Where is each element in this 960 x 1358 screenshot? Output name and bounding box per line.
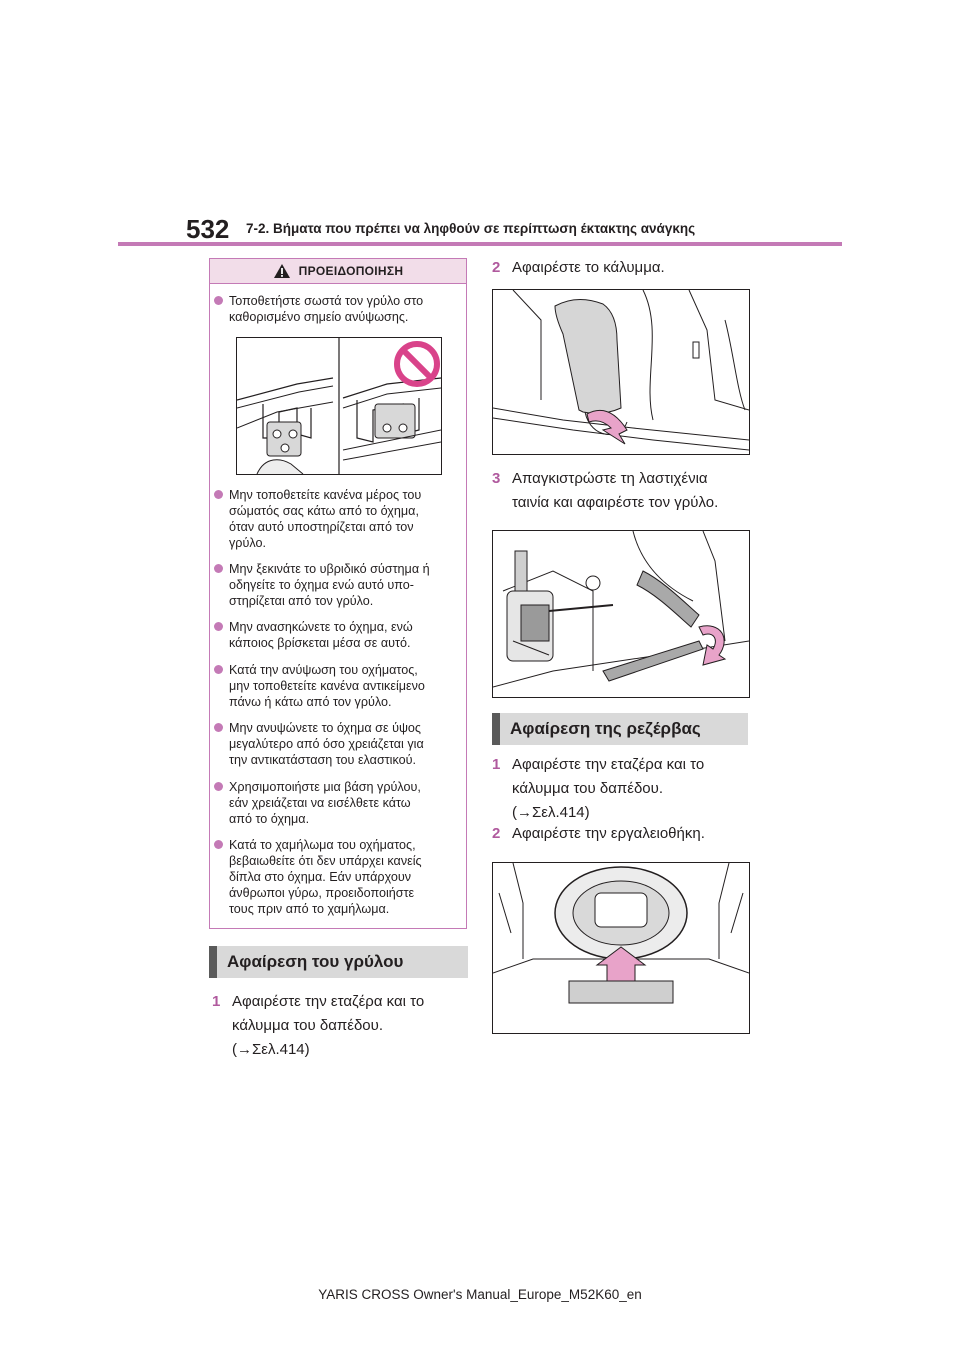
step-number: 3 xyxy=(492,470,501,487)
warning-text: μεγαλύτερο από όσο χρειάζεται για xyxy=(229,737,424,751)
step-text: Απαγκιστρώστε τη λαστιχένια xyxy=(512,470,708,487)
warning-text: όταν αυτό υποστηρίζεται από τον xyxy=(229,520,414,534)
jack-step-2: 2 Αφαιρέστε το κάλυμμα. xyxy=(492,257,748,281)
bullet-dot xyxy=(214,296,223,305)
warning-text: καθορισμένο σημείο ανύψωσης. xyxy=(229,310,409,324)
page-reference: (→Σελ.414) xyxy=(512,804,590,821)
warning-item: Μην ανυψώνετε το όχημα σε ύψος μεγαλύτερο… xyxy=(214,720,462,768)
warning-text: Κατά την ανύψωση του οχήματος, xyxy=(229,663,418,677)
warning-text: σώματός σας κάτω από το όχημα, xyxy=(229,504,419,518)
bullet-dot xyxy=(214,490,223,499)
bullet-dot xyxy=(214,622,223,631)
jack-step-3: 3 Απαγκιστρώστε τη λαστιχένια ταινία και… xyxy=(492,468,748,516)
warning-text: πάνω ή κάτω από τον γρύλο. xyxy=(229,695,392,709)
heading-accent xyxy=(209,946,217,978)
step-text: κάλυμμα του δαπέδου. xyxy=(232,1017,384,1034)
bullet-dot xyxy=(214,723,223,732)
warning-text: στηρίζεται από τον γρύλο. xyxy=(229,594,374,608)
bullet-dot xyxy=(214,665,223,674)
heading-text: Αφαίρεση της ρεζέρβας xyxy=(510,719,701,738)
warning-text: εάν χρειάζεται να εισέλθετε κάτω xyxy=(229,796,411,810)
spare-step-2: 2 Αφαιρέστε την εργαλειοθήκη. xyxy=(492,823,748,847)
warning-text: βεβαιωθείτε ότι δεν υπάρχει κανείς xyxy=(229,854,422,868)
step-text: Αφαιρέστε την εργαλειοθήκη. xyxy=(512,825,705,842)
step-number: 2 xyxy=(492,259,501,276)
jack-step-1: 1 Αφαιρέστε την εταζέρα και το κάλυμμα τ… xyxy=(212,991,468,1063)
step-text: Αφαιρέστε την εταζέρα και το xyxy=(232,993,425,1010)
warning-text: Χρησιμοποιήστε μια βάση γρύλου, xyxy=(229,780,421,794)
warning-title: ΠΡΟΕΙΔΟΠΟΙΗΣΗ xyxy=(298,264,404,278)
warning-triangle-icon xyxy=(273,264,290,278)
page-number: 532 xyxy=(186,214,230,244)
section-title: 7-2. Βήματα που πρέπει να ληφθούν σε περ… xyxy=(246,221,696,236)
heading-accent xyxy=(492,713,500,745)
warning-text: Κατά το χαμήλωμα του οχήματος, xyxy=(229,838,416,852)
warning-item: Μην ανασηκώνετε το όχημα, ενώ κάποιος βρί… xyxy=(214,619,462,651)
step-text: κάλυμμα του δαπέδου. xyxy=(512,780,664,797)
warning-text: την αντικατάσταση του ελαστικού. xyxy=(229,753,417,767)
warning-text: τους πριν από το χαμήλωμα. xyxy=(229,902,390,916)
warning-text: άνθρωποι γύρω, προειδοποιήστε xyxy=(229,886,415,900)
step-number: 1 xyxy=(212,993,221,1010)
jack-removal-heading: Αφαίρεση του γρύλου xyxy=(209,946,468,978)
warning-text: από το όχημα. xyxy=(229,812,310,826)
warning-text: Μην ανυψώνετε το όχημα σε ύψος xyxy=(229,721,422,735)
warning-item: Μην τοποθετείτε κανένα μέρος του σώματός … xyxy=(214,487,462,551)
warning-box: ΠΡΟΕΙΔΟΠΟΙΗΣΗ Τοποθετήστε σωστά τον γρύλ… xyxy=(209,258,467,929)
jack-placement-illustration xyxy=(236,337,442,475)
warning-item: Τοποθετήστε σωστά τον γρύλο στο καθορισμέ… xyxy=(214,293,462,325)
footer: YARIS CROSS Owner's Manual_Europe_M52K60… xyxy=(318,1287,642,1302)
step-text: ταινία και αφαιρέστε τον γρύλο. xyxy=(512,494,719,511)
warning-text: γρύλο. xyxy=(229,536,266,550)
warning-text: Μην ανασηκώνετε το όχημα, ενώ xyxy=(229,620,413,634)
warning-header: ΠΡΟΕΙΔΟΠΟΙΗΣΗ xyxy=(210,259,466,284)
warning-item: Κατά το χαμήλωμα του οχήματος, βεβαιωθείτ… xyxy=(214,837,462,917)
page-reference: (→Σελ.414) xyxy=(232,1041,310,1058)
spare-removal-heading: Αφαίρεση της ρεζέρβας xyxy=(492,713,748,745)
warning-text: δίπλα στο όχημα. Εάν υπάρχουν xyxy=(229,870,412,884)
bullet-dot xyxy=(214,564,223,573)
step-number: 1 xyxy=(492,756,501,773)
bullet-dot xyxy=(214,840,223,849)
spare-step-1: 1 Αφαιρέστε την εταζέρα και το κάλυμμα τ… xyxy=(492,754,748,826)
warning-text: κάποιος βρίσκεται μέσα σε αυτό. xyxy=(229,636,411,650)
warning-text: Μην τοποθετείτε κανένα μέρος του xyxy=(229,488,422,502)
warning-item: Χρησιμοποιήστε μια βάση γρύλου, εάν χρειά… xyxy=(214,779,462,827)
step-text: Αφαιρέστε την εταζέρα και το xyxy=(512,756,705,773)
remove-toolbox-illustration xyxy=(492,862,750,1034)
heading-text: Αφαίρεση του γρύλου xyxy=(227,952,404,971)
remove-cover-illustration xyxy=(492,289,750,455)
step-text: Αφαιρέστε το κάλυμμα. xyxy=(512,259,665,276)
warning-text: Μην ξεκινάτε το υβριδικό σύστημα ή xyxy=(229,562,430,576)
warning-text: οδηγείτε το όχημα ενώ αυτό υπο- xyxy=(229,578,414,592)
warning-item: Κατά την ανύψωση του οχήματος, μην τοποθε… xyxy=(214,662,462,710)
step-number: 2 xyxy=(492,825,501,842)
warning-text: μην τοποθετείτε κανένα αντικείμενο xyxy=(229,679,425,693)
warning-item: Μην ξεκινάτε το υβριδικό σύστημα ή οδηγεί… xyxy=(214,561,462,609)
warning-text: Τοποθετήστε σωστά τον γρύλο στο xyxy=(229,294,424,308)
header-rule xyxy=(118,242,842,246)
remove-jack-illustration xyxy=(492,530,750,698)
bullet-dot xyxy=(214,782,223,791)
